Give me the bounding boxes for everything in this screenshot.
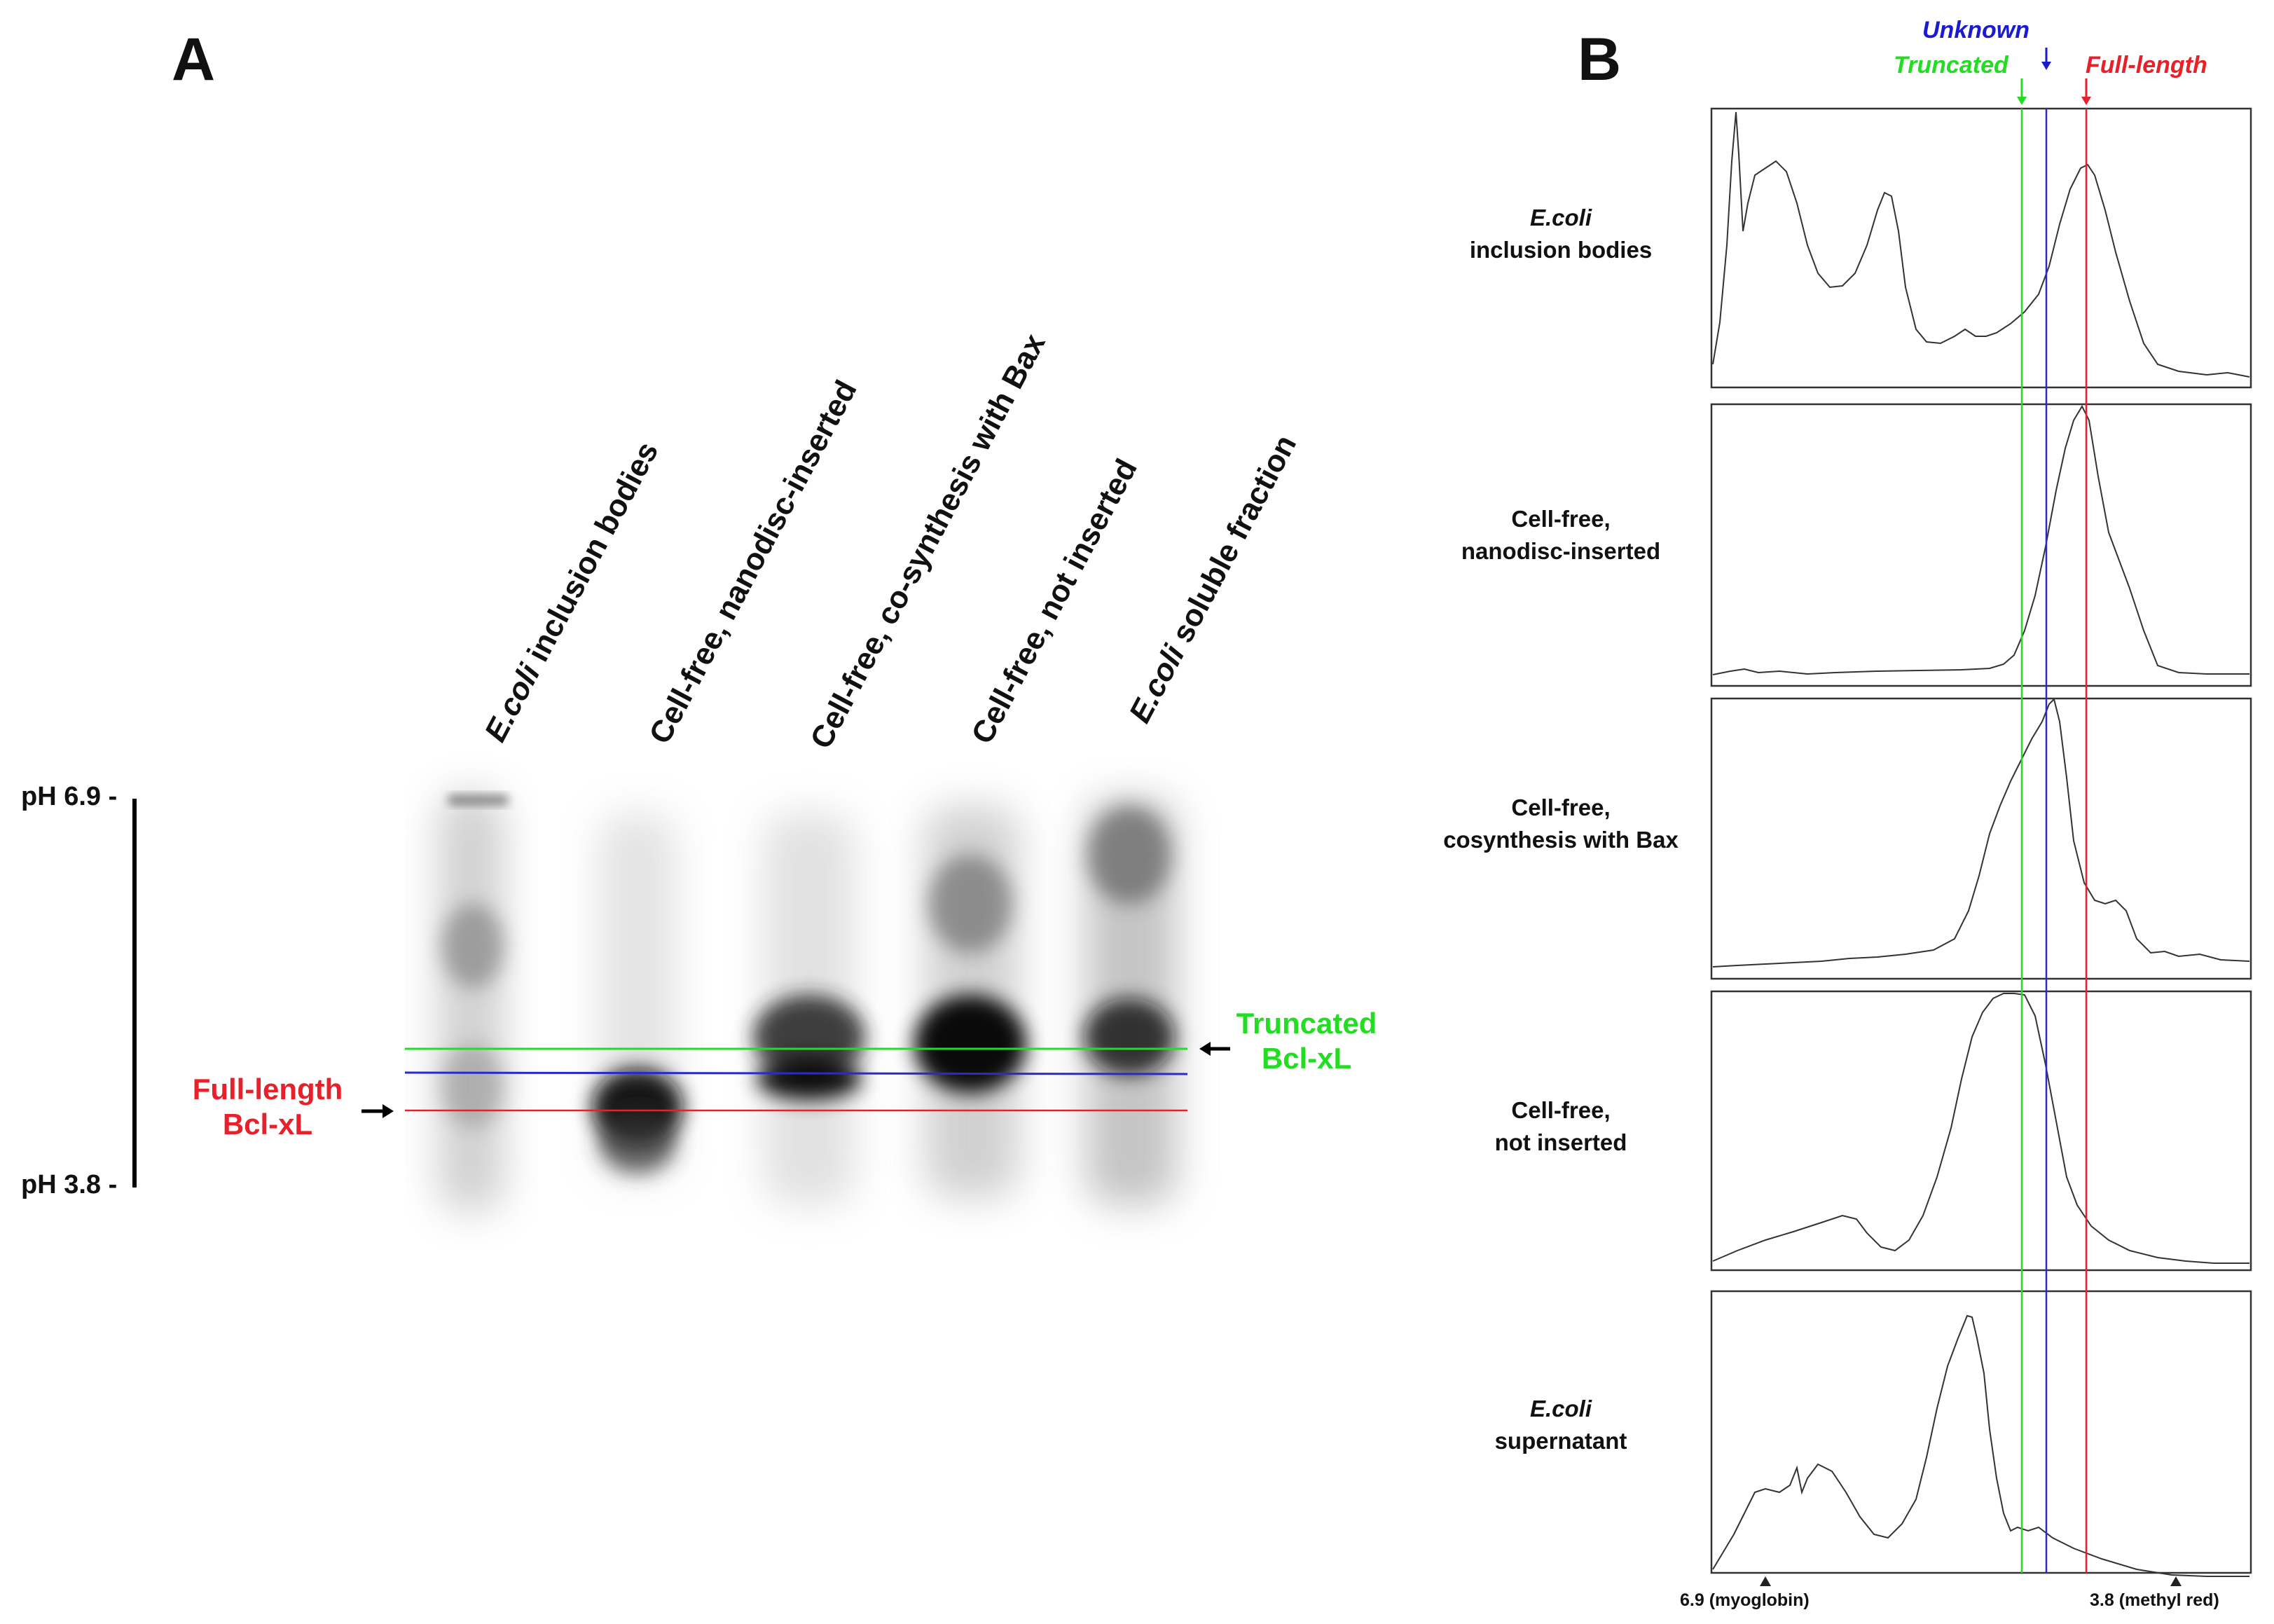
truncated-marker-arrow — [2017, 78, 2027, 105]
axis-left-label: 6.9 (myoglobin) — [1680, 1590, 1810, 1610]
axis-right-label: 3.8 (methyl red) — [2090, 1590, 2219, 1610]
trace-4 — [1712, 993, 2249, 1264]
plot-box-4 — [1710, 990, 2252, 1272]
plot-box-3 — [1710, 697, 2252, 980]
ph-top-label: pH 6.9 - — [21, 782, 118, 811]
row-label-2: Cell-free,nanodisc-inserted — [1461, 506, 1661, 565]
full-length-marker-arrow — [2081, 78, 2091, 105]
row-label-4: Cell-free,not inserted — [1494, 1097, 1627, 1156]
plot-box-1 — [1710, 107, 2252, 389]
plot-box-5 — [1710, 1290, 2252, 1574]
ph-bottom-label: pH 3.8 - — [21, 1170, 118, 1199]
lane-4-smear — [914, 806, 1026, 1198]
trace-3 — [1712, 698, 2250, 968]
full-length-note: Full-length Bcl-xL — [177, 1072, 359, 1143]
row-label-3: Cell-free,cosynthesis with Bax — [1443, 794, 1679, 853]
full-length-note-line1: Full-length — [192, 1073, 343, 1106]
truncated-note-line1: Truncated — [1236, 1007, 1377, 1040]
methyl-red-tick — [2170, 1576, 2182, 1586]
full-length-marker-label: Full-length — [2086, 52, 2207, 78]
panel-a-letter: A — [172, 26, 216, 93]
truncated-note-line2: Bcl-xL — [1261, 1042, 1352, 1075]
truncated-note: Truncated Bcl-xL — [1222, 1006, 1391, 1077]
full-length-arrow — [361, 1104, 394, 1118]
unknown-line-gel — [404, 1071, 1188, 1075]
trace-5 — [1712, 1314, 2249, 1577]
lane-5-smear — [1084, 799, 1177, 1205]
lane-2-smear — [592, 813, 683, 1177]
unknown-marker-arrow — [2041, 48, 2051, 70]
full-length-note-line2: Bcl-xL — [222, 1108, 313, 1141]
plot-box-2 — [1710, 403, 2252, 687]
myoglobin-tick — [1760, 1576, 1771, 1586]
lane-1-smear — [438, 792, 508, 1212]
trace-2 — [1712, 404, 2249, 675]
truncated-arrow — [1199, 1042, 1230, 1056]
trace-1 — [1712, 111, 2250, 378]
lane-3-smear — [753, 813, 865, 1205]
truncated-marker-label: Truncated — [1894, 52, 2008, 78]
panel-b-letter: B — [1578, 26, 1622, 93]
unknown-marker-label: Unknown — [1922, 17, 2030, 43]
